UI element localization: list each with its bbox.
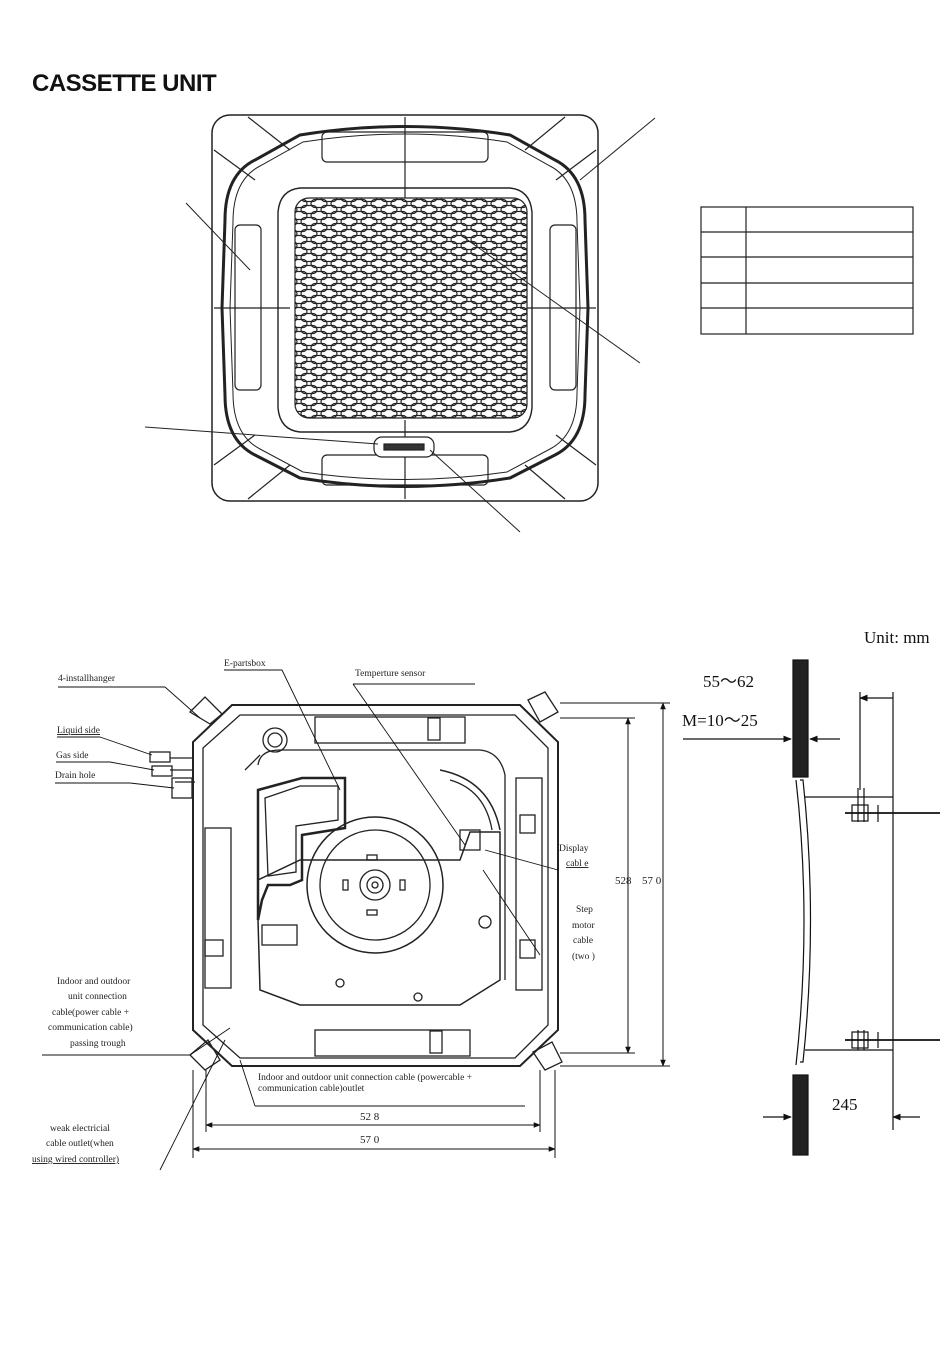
- label-liquid-side: Liquid side: [57, 726, 100, 736]
- label-step-1: Step: [576, 905, 593, 915]
- dimension-lines: [192, 702, 670, 1158]
- label-e-partsbox: E-partsbox: [224, 659, 266, 669]
- label-temp-sensor: Temperture sensor: [355, 669, 426, 679]
- page-title: CASSETTE UNIT: [32, 70, 217, 97]
- dim-outer-width: 57 0: [360, 1134, 380, 1146]
- label-step-2: motor: [572, 921, 596, 931]
- dim-m-range: M=10～25: [682, 711, 758, 730]
- part-labels: 4-installhanger Liquid side Gas side Dra…: [32, 659, 596, 1165]
- label-step-4: (two ): [572, 951, 595, 962]
- leader-lines: [42, 669, 559, 1171]
- side-view-labels: 55～62 M=10～25 245: [682, 672, 858, 1114]
- unit-label: Unit: mm: [864, 628, 930, 647]
- label-trough-5: passing trough: [70, 1039, 126, 1049]
- dimension-labels: 52 8 57 0 528 57 0: [360, 875, 662, 1146]
- internal-view-drawing: [149, 691, 563, 1071]
- side-view-drawing: [683, 659, 940, 1156]
- label-outlet-1: Indoor and outdoor unit connection cable…: [258, 1072, 472, 1083]
- label-outlet-2: communication cable)outlet: [258, 1083, 365, 1094]
- dim-outer-height: 57 0: [642, 875, 662, 887]
- label-weak-2: cable outlet(when: [46, 1138, 114, 1149]
- dim-gap: 55～62: [703, 672, 754, 691]
- label-display-1: Display: [559, 844, 589, 854]
- label-trough-1: Indoor and outdoor: [57, 977, 131, 987]
- label-drain-hole: Drain hole: [55, 771, 95, 781]
- legend-table: [700, 206, 914, 335]
- label-installhanger: 4-installhanger: [58, 674, 116, 684]
- label-gas-side: Gas side: [56, 751, 88, 761]
- label-display-2: cabl e: [566, 859, 588, 869]
- label-trough-3: cable(power cable +: [52, 1007, 129, 1018]
- dim-depth: 245: [832, 1095, 858, 1114]
- label-trough-4: communication cable): [48, 1022, 133, 1033]
- dim-inner-height: 528: [615, 875, 632, 887]
- cassette-panel-drawing: [144, 114, 656, 533]
- dim-inner-width: 52 8: [360, 1111, 380, 1123]
- label-weak-1: weak electricial: [50, 1124, 110, 1134]
- label-weak-3: using wired controller): [32, 1154, 119, 1165]
- label-trough-2: unit connection: [68, 992, 127, 1002]
- label-step-3: cable: [573, 936, 593, 946]
